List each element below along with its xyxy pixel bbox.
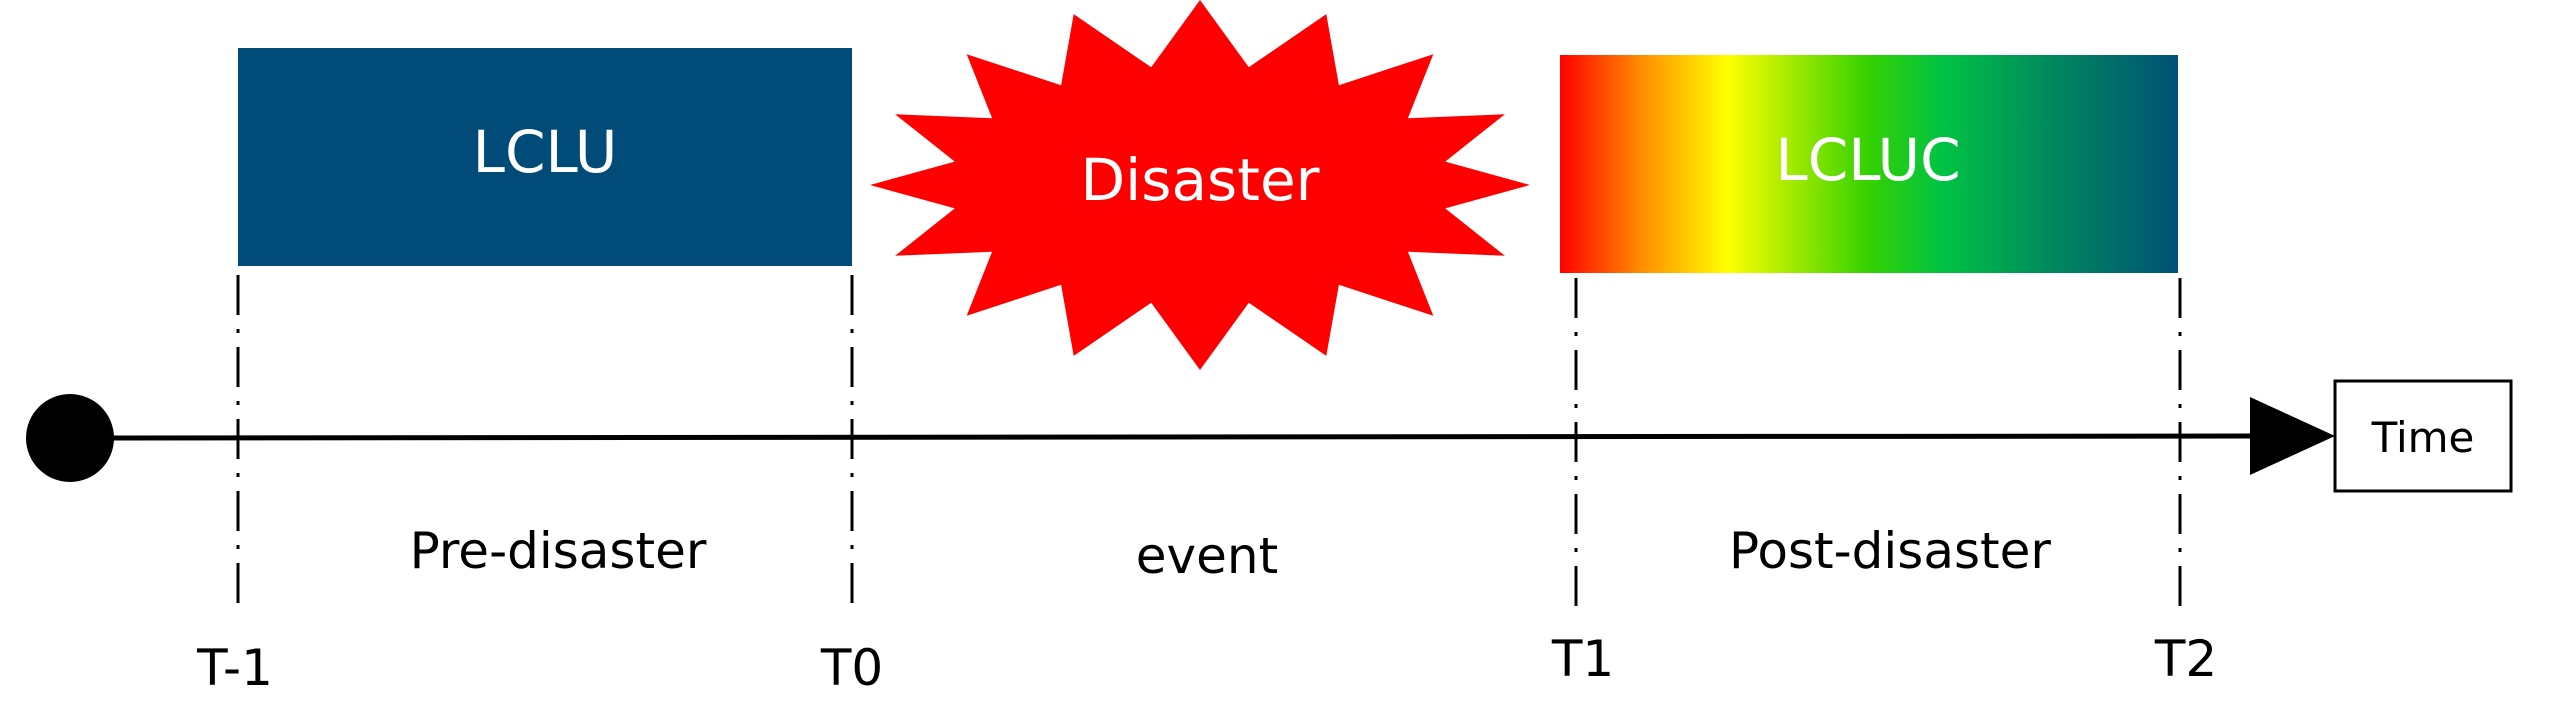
tick-label-t0: T0 — [820, 639, 883, 697]
time-label: Time — [2371, 413, 2475, 462]
disaster-label: Disaster — [1080, 146, 1319, 214]
disaster-starburst — [870, 0, 1530, 370]
phase-label-event: event — [1136, 527, 1278, 585]
tick-label-t-minus-1: T-1 — [196, 639, 273, 697]
lcluc-label: LCLUC — [1775, 126, 1960, 194]
phase-label-pre-disaster: Pre-disaster — [410, 522, 707, 580]
time-axis-line — [69, 433, 2256, 441]
tick-label-t2: T2 — [2154, 630, 2217, 688]
lclu-block — [238, 48, 852, 266]
timeline-arrowhead — [2250, 397, 2335, 475]
lcluc-block — [1560, 55, 2178, 273]
lclu-label: LCLU — [473, 118, 618, 186]
time-box — [2333, 379, 2513, 493]
tick-label-t1: T1 — [1551, 630, 1614, 688]
phase-label-post-disaster: Post-disaster — [1729, 522, 2051, 580]
timeline-start-dot — [26, 394, 114, 482]
